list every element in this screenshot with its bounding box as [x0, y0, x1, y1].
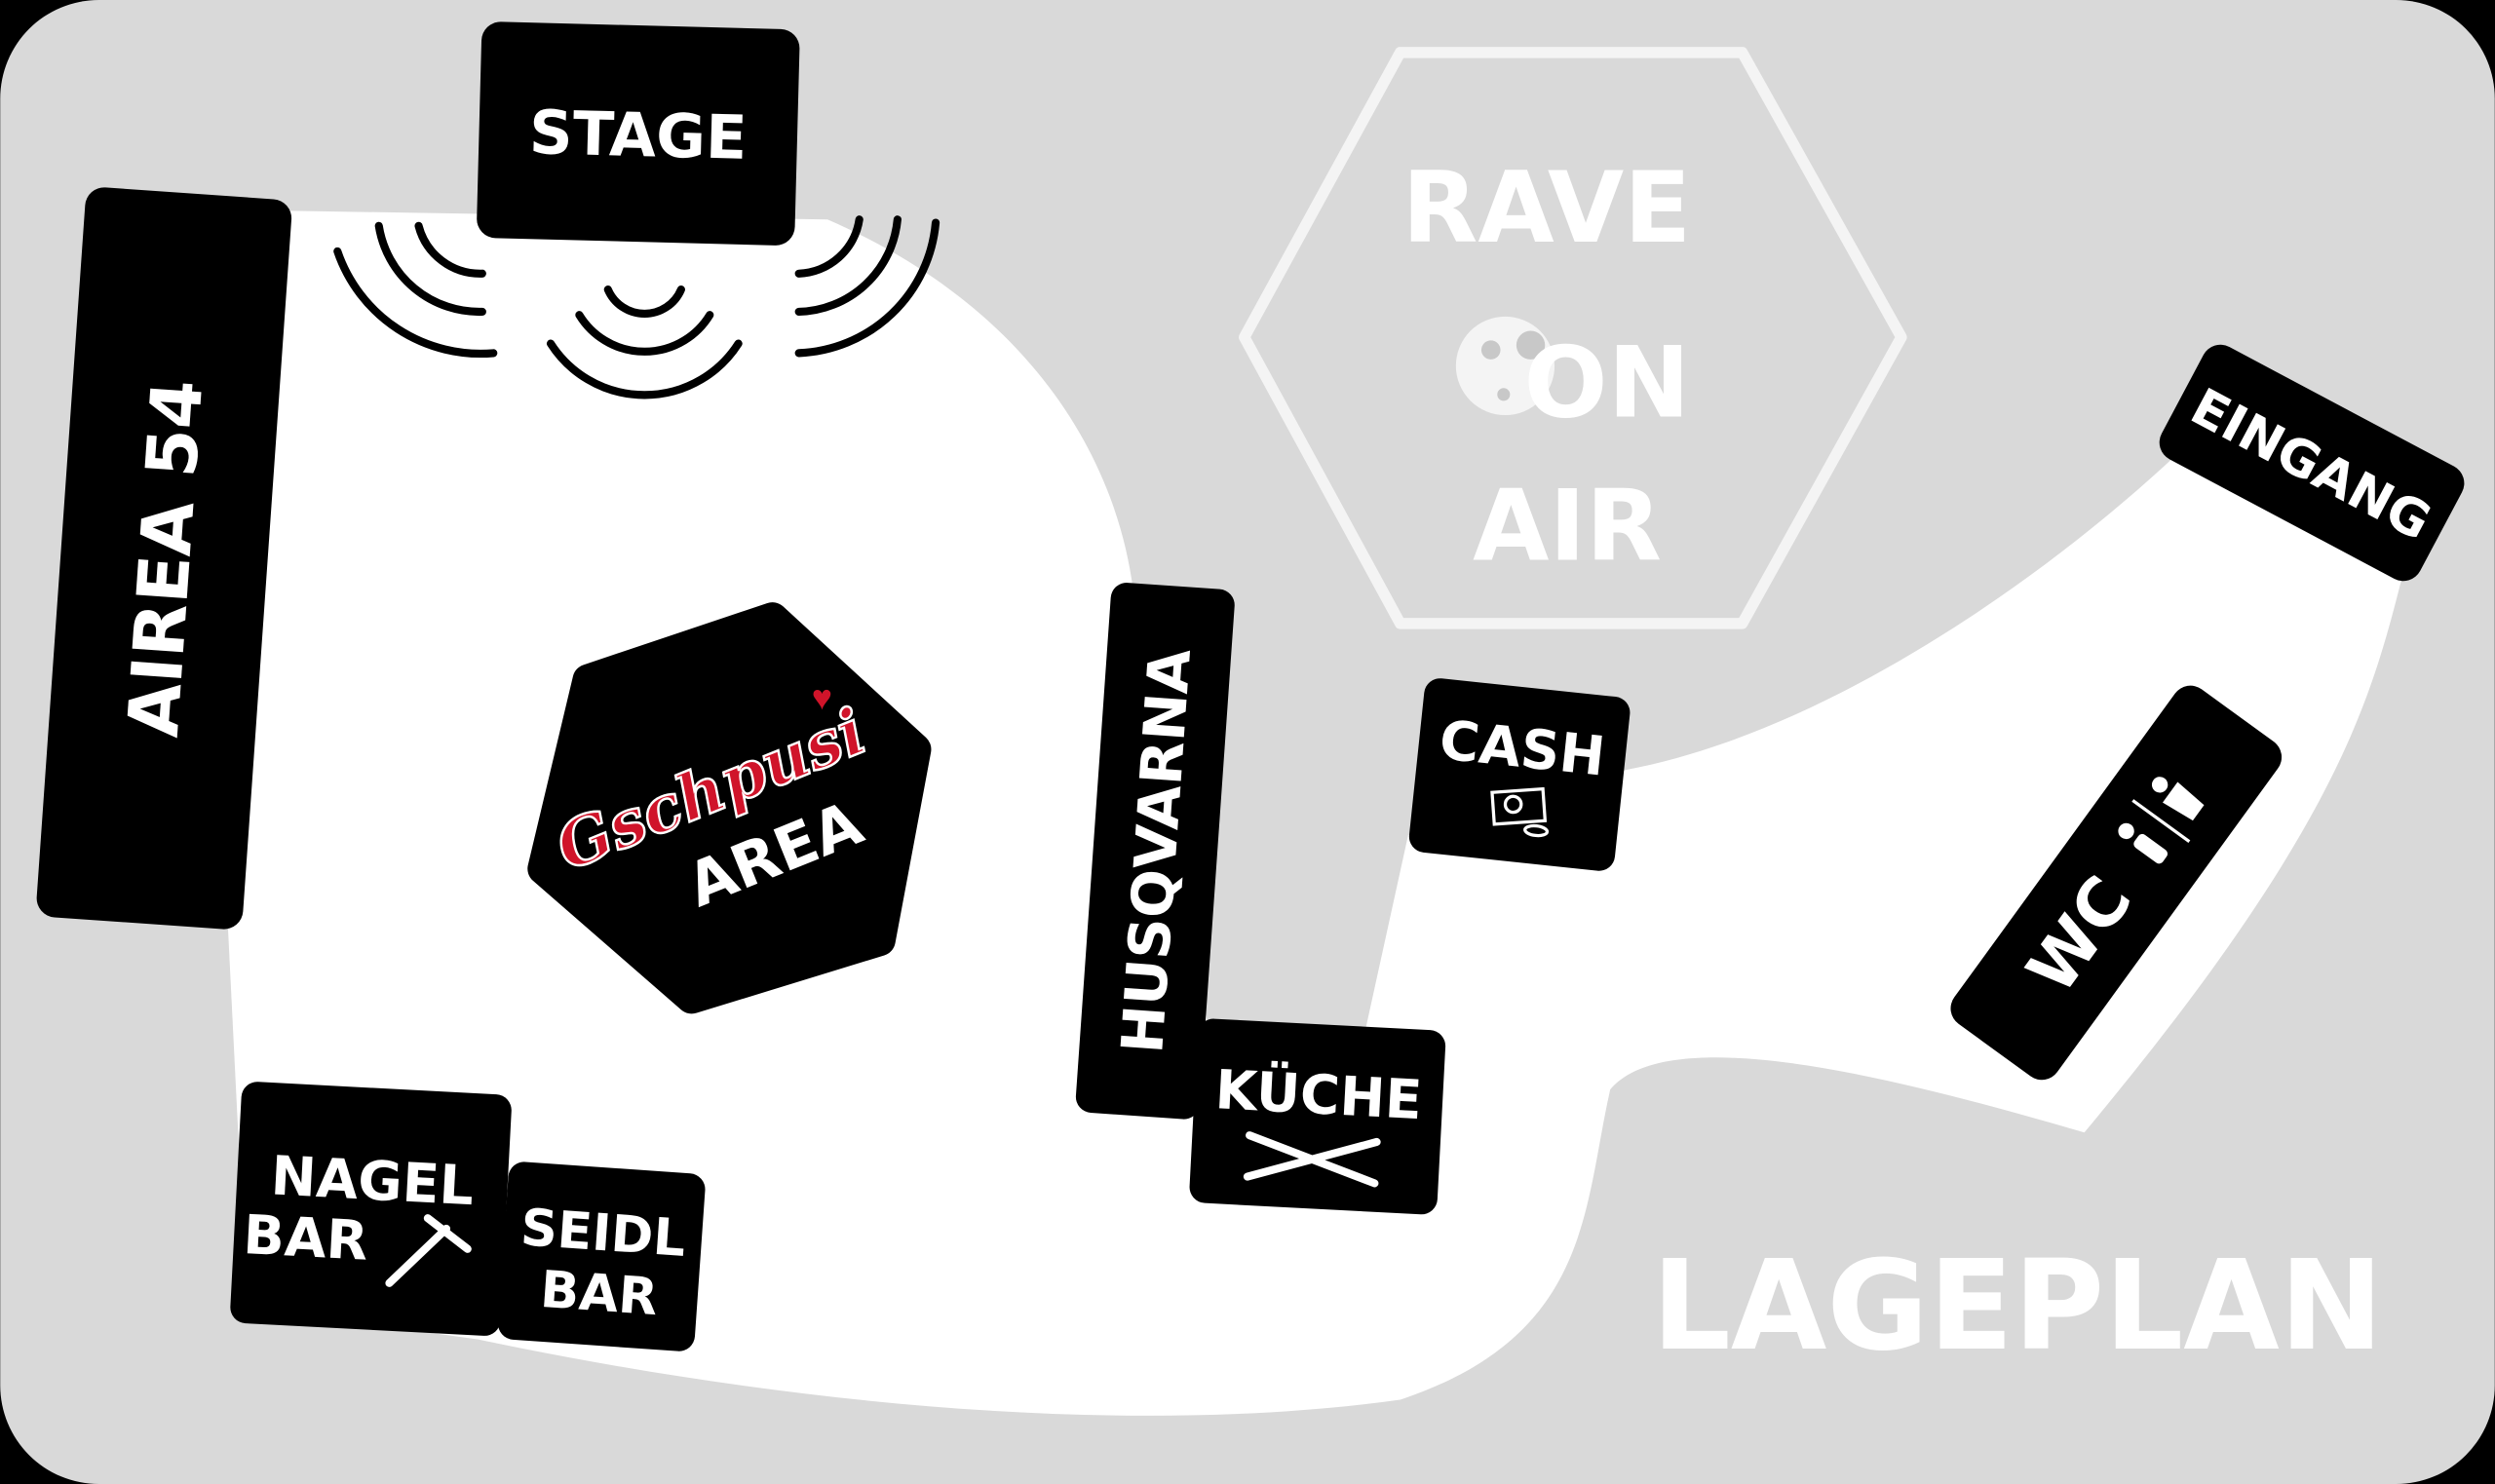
svg-text:KÜCHE: KÜCHE: [1213, 1058, 1423, 1132]
husqvarna-sign[interactable]: HUSQVARNA: [1075, 582, 1236, 1121]
svg-text:STAGE: STAGE: [528, 96, 748, 173]
svg-text:NAGEL: NAGEL: [269, 1144, 475, 1218]
stage-sign[interactable]: STAGE: [477, 21, 800, 246]
svg-text:BAR: BAR: [242, 1203, 369, 1274]
nagel-bar-sign[interactable]: NAGEL BAR: [230, 1081, 513, 1336]
cash-sign[interactable]: CASH: [1407, 677, 1631, 873]
hammer-icon: [385, 1214, 472, 1287]
gschpusi-area-sign[interactable]: Gschpusi ♥ AREA: [523, 583, 940, 1034]
svg-text:BAR: BAR: [538, 1261, 659, 1327]
walkway: [227, 209, 2403, 1416]
svg-text:RAVE: RAVE: [1401, 150, 1691, 265]
seidl-bar-sign[interactable]: SEIDL BAR: [497, 1161, 707, 1351]
svg-text:ON: ON: [1524, 325, 1691, 440]
money-icon: [1490, 786, 1550, 838]
page-title: LAGEPLAN: [1652, 1235, 2384, 1379]
cutlery-icon: [1243, 1131, 1381, 1188]
heart-icon: ♥: [812, 678, 832, 717]
svg-text:AIR: AIR: [1473, 469, 1662, 584]
restroom-icon: [2118, 777, 2205, 864]
sound-waves-icon: [333, 215, 940, 400]
airea-54-sign[interactable]: AIREA 54: [35, 186, 292, 931]
kueche-sign[interactable]: KÜCHE: [1189, 1018, 1446, 1215]
svg-text:SEIDL: SEIDL: [518, 1199, 687, 1269]
rave-on-air-logo: RAVE ON AIR: [1239, 47, 1907, 629]
